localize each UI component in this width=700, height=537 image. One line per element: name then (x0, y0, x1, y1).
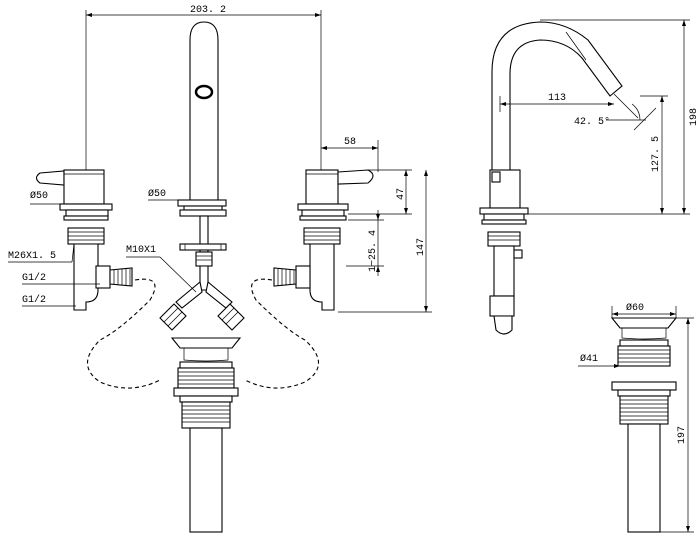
connector-thread-label: M10X1 (126, 245, 156, 256)
center-spout (159, 21, 245, 331)
side-drain (610, 317, 678, 533)
drain-cap (170, 337, 242, 349)
spout-angle-label: 42. 5° (574, 116, 610, 128)
side-inlet-fitting (493, 315, 513, 335)
handle-length-label: 58 (344, 137, 356, 148)
side-drain-threads-upper (617, 345, 671, 367)
spout-height-outlet-label: 127. 5 (651, 136, 662, 172)
valve-height-label: 147 (416, 238, 427, 256)
drain-top-diameter-label: Ø60 (626, 302, 644, 314)
left-handle-diameter-label: Ø50 (30, 190, 48, 202)
side-drain-cap (610, 317, 678, 329)
side-view-dimensions: 113 42. 5° 127. 5 198 (499, 19, 700, 215)
inlet-lower-label: G1/2 (22, 294, 46, 306)
right-lever (337, 169, 374, 185)
left-valve-body (73, 243, 99, 311)
mount-thread-label: M26X1. 5 (8, 251, 56, 262)
drain-threads-upper (177, 367, 235, 389)
side-drain-tailpiece (627, 423, 661, 533)
spout-total-height-label: 198 (689, 108, 700, 126)
right-handle-valve (273, 169, 374, 311)
right-valve-dimensions: 58 47 1~25. 4 147 (321, 137, 432, 313)
side-spout-curve (491, 21, 623, 171)
left-callouts: Ø50 M26X1. 5 G1/2 G1/2 (8, 190, 100, 307)
aerator (194, 84, 214, 100)
center-callouts: Ø50 M10X1 (126, 188, 197, 293)
deck-range-label: 1~25. 4 (368, 230, 379, 272)
right-hose (244, 278, 320, 389)
spout-mount-nut (179, 243, 227, 251)
handle-height-label: 47 (396, 188, 407, 200)
dimension-overall-width: 203. 2 (85, 5, 322, 170)
overall-width-label: 203. 2 (190, 5, 226, 16)
side-mount-nut (487, 231, 521, 247)
y-connector-left (175, 280, 203, 309)
left-handle-valve (35, 169, 133, 311)
right-valve-body (309, 243, 335, 311)
y-connector-right (205, 280, 233, 309)
left-inlet-fitting (109, 267, 133, 287)
spout-diameter-label: Ø50 (148, 188, 166, 200)
drain-tailpiece (189, 427, 223, 533)
right-inlet-fitting (273, 267, 297, 287)
side-drain-threads-lower (619, 395, 669, 425)
drain-height-label: 197 (677, 426, 688, 444)
spout-reach-label: 113 (548, 93, 566, 104)
left-lever (35, 170, 65, 186)
drain-body-diameter-label: Ø41 (580, 353, 598, 365)
center-drain (170, 337, 242, 533)
left-handle-body (63, 169, 105, 205)
right-handle-body (305, 169, 339, 205)
left-hose (86, 278, 161, 389)
spout-side-view (479, 21, 623, 335)
inlet-upper-label: G1/2 (22, 272, 46, 284)
spout-body (189, 21, 219, 201)
side-drain-dimensions: Ø60 Ø41 197 (578, 302, 694, 533)
